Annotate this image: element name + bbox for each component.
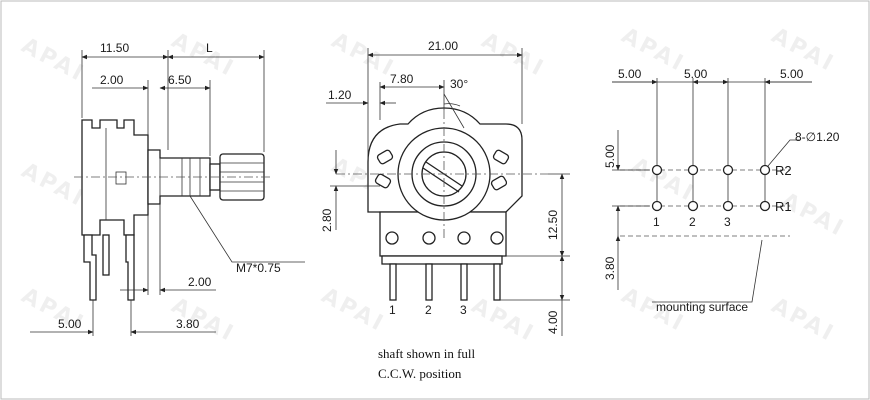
dim-label: 1.20 <box>328 88 352 102</box>
dim-label: L <box>206 41 213 55</box>
note-line: shaft shown in full <box>378 346 476 361</box>
watermark: APAI <box>767 293 839 347</box>
terminal-hole <box>385 231 399 245</box>
pin-label: 3 <box>460 303 467 317</box>
dim-label: 5.00 <box>603 144 617 168</box>
terminal-row <box>381 231 504 301</box>
mounting-label: mounting surface <box>656 300 748 314</box>
angle-arc <box>443 103 461 107</box>
dim-label: 11.50 <box>100 41 129 55</box>
note-line: C.C.W. position <box>378 366 462 381</box>
watermark: APAI <box>777 188 849 242</box>
terminal-hole <box>457 231 471 245</box>
rotor-tab <box>376 149 394 165</box>
dim-label: 2.80 <box>320 208 334 232</box>
mounting-leader <box>652 239 763 303</box>
pin-front <box>83 234 97 301</box>
dim-label: 12.50 <box>546 210 560 240</box>
dim-label: 21.00 <box>428 39 458 53</box>
terminal-pin <box>425 263 433 301</box>
dim-label: 4.00 <box>546 310 560 334</box>
pcb-hole <box>759 200 771 212</box>
hole-leader <box>767 139 800 167</box>
angle-ray <box>443 93 465 129</box>
angle-label: 30° <box>450 77 468 91</box>
dim-label: 6.50 <box>168 73 192 87</box>
bracket-body <box>81 119 149 236</box>
rotor-tab <box>492 149 510 165</box>
terminal-pin <box>493 263 501 301</box>
pcb-hole <box>687 200 699 212</box>
terminal-pin <box>389 263 397 301</box>
bracket-slot <box>115 171 127 185</box>
pcb-hole <box>759 164 771 176</box>
dim-label: 5.00 <box>58 317 82 331</box>
pcb-hole <box>722 200 734 212</box>
watermark: APAI <box>317 283 389 337</box>
lug-middle <box>102 234 110 276</box>
watermark: APAI <box>627 153 699 207</box>
side-view: 11.50 L 2.00 6.50 M7*0.75 2.00 5.00 3.80 <box>30 41 305 336</box>
shaft-slot <box>422 167 460 193</box>
pin-label: 2 <box>689 215 696 229</box>
terminal-hole <box>490 231 504 245</box>
pcb-layout: 5.00 5.00 5.00 R2 R1 1 2 3 8-∅1.20 5.00 <box>603 67 840 314</box>
dim-label: 5.00 <box>780 67 804 81</box>
pin-label: 1 <box>389 303 396 317</box>
dim-label: 5.00 <box>684 67 708 81</box>
pcb-hole <box>722 164 734 176</box>
dim-label: 3.80 <box>176 317 200 331</box>
hole-label: 8-∅1.20 <box>795 130 840 144</box>
thread-leader <box>189 195 305 263</box>
row-label: R1 <box>775 199 792 214</box>
dim-label: 3.80 <box>603 256 617 280</box>
front-view: 1 2 3 21.00 7.80 30° 1.20 2.80 12.50 <box>320 39 570 381</box>
pin-label: 1 <box>653 215 660 229</box>
rotor-tab <box>374 173 392 189</box>
thread-label: M7*0.75 <box>236 261 281 275</box>
dim-label: 2.00 <box>188 275 212 289</box>
terminal-base <box>381 255 503 265</box>
watermark: APAI <box>17 33 89 87</box>
terminal-hole <box>422 231 436 245</box>
terminal-pin <box>460 263 468 301</box>
rotor-tab <box>490 175 508 191</box>
pcb-hole <box>687 164 699 176</box>
pcb-hole <box>651 164 663 176</box>
watermark: APAI <box>467 293 539 347</box>
row-label: R2 <box>775 163 792 178</box>
dim-label: 5.00 <box>618 67 642 81</box>
pin-label: 2 <box>425 303 432 317</box>
pin-label: 3 <box>724 215 731 229</box>
watermark: APAI <box>17 158 89 212</box>
dim-label: 2.00 <box>100 73 124 87</box>
pcb-hole <box>651 200 663 212</box>
dim-label: 7.80 <box>390 72 414 86</box>
